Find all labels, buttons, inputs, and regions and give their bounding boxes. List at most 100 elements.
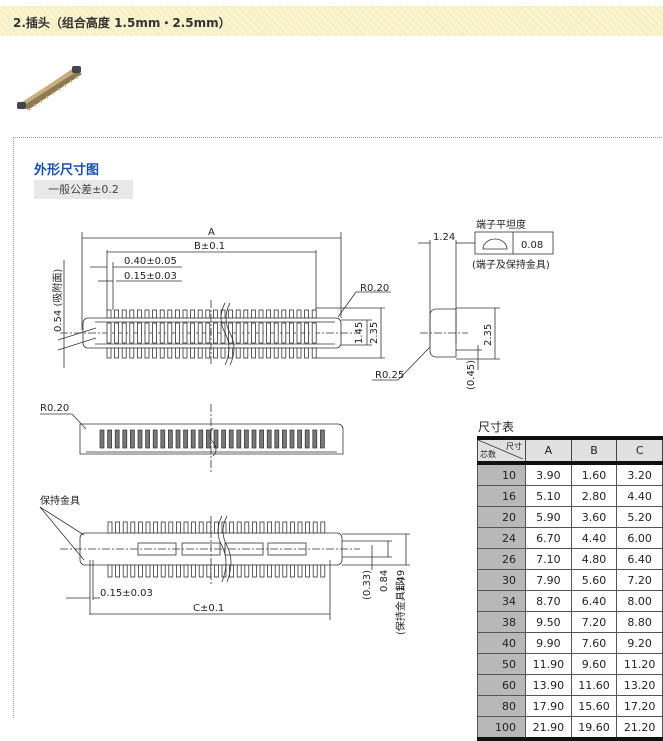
pin-bottom-top [160,521,166,534]
cores-cell: 20 [477,506,526,528]
pin-front [190,429,196,449]
pin-front [320,429,325,449]
pin-bottom-top [130,521,136,534]
pin-bottom-lower [160,564,166,578]
pin-bottom-top [115,521,120,534]
pin-bottom-top [229,521,235,534]
bottom-d2-label: 0.84 [379,570,390,592]
c-cell: 3.20 [616,462,663,486]
b-cell: 9.60 [570,653,618,675]
pin-bottom-lower [289,564,295,578]
pin-bottom-top [244,521,250,534]
cores-cell: 50 [477,653,526,675]
b-cell: 4.40 [570,527,618,549]
pin-bottom [250,347,256,359]
cores-cell: 10 [477,462,526,486]
pin-front [145,429,150,449]
c-cell: 11.20 [616,653,663,675]
pin-top [174,309,180,319]
pin-bottom [121,347,127,359]
pin-contact [190,322,196,344]
pin-front [175,429,181,449]
pin-front [297,429,302,449]
dim-a-label: A [208,227,215,238]
cores-cell: 34 [477,590,526,612]
drawing-panel [13,137,663,718]
pin-front [183,429,188,449]
pin-bottom-lower [130,564,136,578]
pin-bottom-top [274,521,280,534]
b-cell: 6.40 [570,590,618,612]
pin-bottom-top [145,521,151,534]
pin-front [228,429,234,449]
side-width-label: 1.24 [433,232,455,243]
pin-bottom-lower [259,564,265,578]
holder-note-label: (保持金具部) [394,577,407,635]
pin-bottom-lower [183,564,189,578]
corner-bottom-label: 芯数 [480,450,496,459]
pin-bottom-lower [153,564,159,578]
pin-bottom-lower [137,564,143,578]
c-cell: 4.40 [616,485,663,507]
pin-bottom-lower [229,564,235,578]
dim-c-label: C±0.1 [193,603,224,614]
a-cell: 6.70 [525,527,572,549]
pin-front [312,429,318,449]
pin-bottom [266,347,272,359]
pin-bottom-top [289,521,295,534]
pin-top [190,309,196,319]
pin-bottom-lower [267,564,273,578]
pin-bottom-top [305,521,311,534]
pin-contact [182,322,188,344]
flatness-label: 端子平坦度 [476,218,526,231]
pin-bottom-top [297,521,303,534]
pin-bottom [197,347,203,359]
pin-bottom-top [320,521,326,534]
cores-cell: 100 [477,716,526,740]
pin-contact [129,322,135,344]
pin-front [236,429,242,449]
pin-bottom-top [282,521,288,534]
dim-b-label: B±0.1 [194,241,225,252]
pin-contact [212,322,218,344]
cores-cell: 80 [477,695,526,717]
c-cell: 6.00 [616,527,663,549]
c-cell: 5.20 [616,506,663,528]
pin-top [288,309,294,319]
pin-bottom [159,347,165,359]
pin-contact [144,322,150,344]
pin-top [243,309,249,319]
pin-contact [159,322,165,344]
pin-contact [304,322,310,344]
pin-bottom [220,347,226,359]
pin-top [114,309,119,319]
b-cell: 2.80 [570,485,618,507]
a-cell: 5.90 [525,506,572,528]
pin-top [121,309,127,319]
b-cell: 5.60 [570,569,618,591]
pin-top [304,309,310,319]
c-cell: 7.20 [616,569,663,591]
bottom-d1-label: (0.33) [362,570,373,600]
pin-bottom [273,347,279,359]
pin-top [296,309,302,319]
side-offset-label: (0.45) [466,360,477,390]
pin-bottom-lower [236,564,242,578]
pin-top [159,309,165,319]
bottom-d3-label: 1.49 [396,570,407,592]
pin-bottom-lower [206,564,212,578]
pin-top [235,309,241,319]
pin-top [106,309,112,319]
pin-top [167,309,173,319]
pin-contact [152,322,158,344]
radius-side-label: R0.25 [375,370,404,381]
pin-bottom [311,347,317,359]
column-header-c: C [616,437,663,464]
pin-front [251,429,257,449]
a-cell: 13.90 [525,674,572,696]
